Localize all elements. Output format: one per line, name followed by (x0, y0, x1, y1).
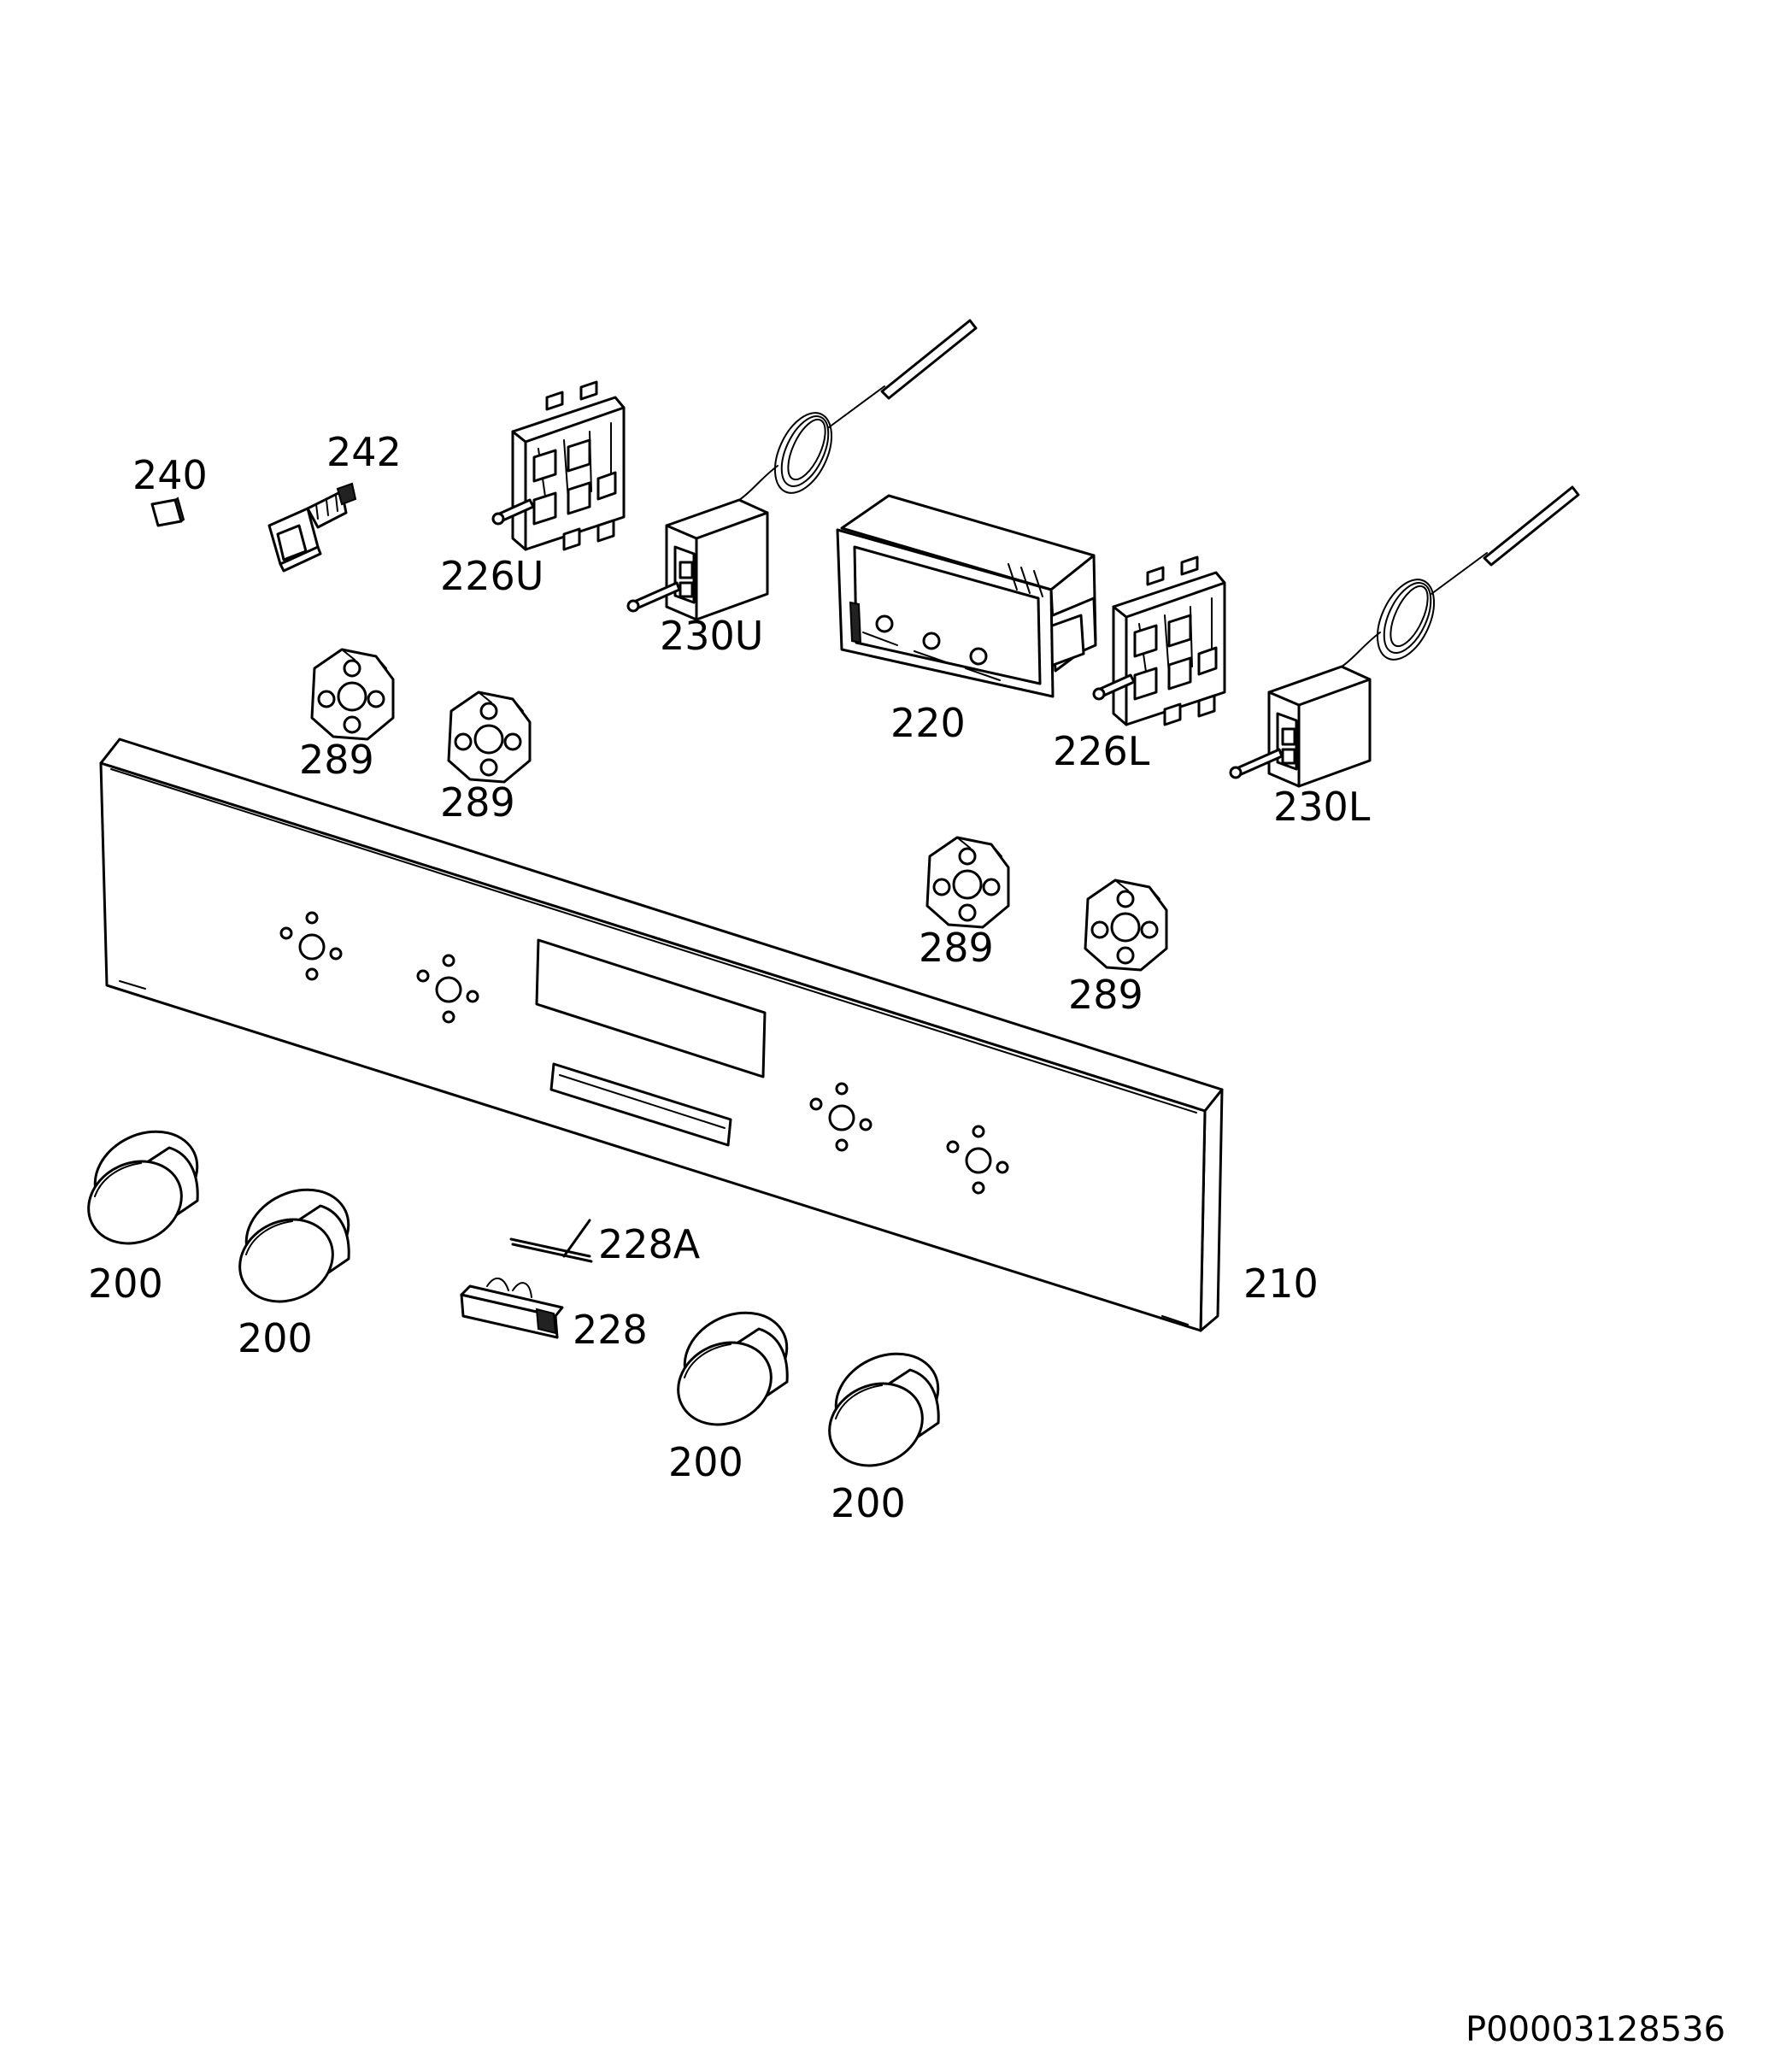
label-226U: 226U (440, 553, 543, 599)
part-230L-thermostat (1229, 485, 1580, 788)
drawing-reference-number: P00003128536 (1466, 2010, 1725, 2049)
label-200-4: 200 (831, 1480, 906, 1526)
label-240: 240 (132, 452, 208, 498)
part-228A-clip (509, 1219, 593, 1263)
part-226U-rotary-switch (491, 380, 626, 551)
part-289-dial-insert-2 (447, 691, 532, 784)
part-200-knob-2 (225, 1172, 364, 1318)
part-240-indicator-cap (150, 497, 185, 527)
label-220: 220 (890, 700, 966, 746)
label-226L: 226L (1053, 728, 1150, 774)
part-289-dial-insert-3 (925, 836, 1010, 929)
label-210: 210 (1243, 1261, 1319, 1307)
label-200-1: 200 (88, 1261, 163, 1307)
part-220-timer-module (836, 494, 1097, 698)
label-230U: 230U (660, 613, 763, 659)
label-230L: 230L (1273, 784, 1371, 830)
label-228: 228 (573, 1307, 648, 1353)
label-242: 242 (326, 429, 402, 475)
label-228A: 228A (598, 1221, 701, 1267)
part-210-control-panel (99, 738, 1224, 1332)
label-289-4: 289 (1068, 972, 1143, 1018)
label-200-2: 200 (238, 1315, 313, 1361)
label-200-3: 200 (668, 1439, 743, 1485)
part-200-knob-3 (663, 1295, 802, 1441)
label-289-3: 289 (919, 925, 994, 971)
part-289-dial-insert-1 (310, 648, 395, 741)
part-228-push-switch (460, 1278, 564, 1339)
part-289-dial-insert-4 (1084, 879, 1168, 972)
part-200-knob-1 (73, 1114, 213, 1260)
label-289-2: 289 (440, 779, 515, 826)
label-289-1: 289 (299, 737, 374, 783)
part-226L-rotary-switch (1092, 555, 1226, 726)
part-242-indicator-lamp (267, 482, 357, 573)
part-200-knob-4 (814, 1336, 954, 1482)
